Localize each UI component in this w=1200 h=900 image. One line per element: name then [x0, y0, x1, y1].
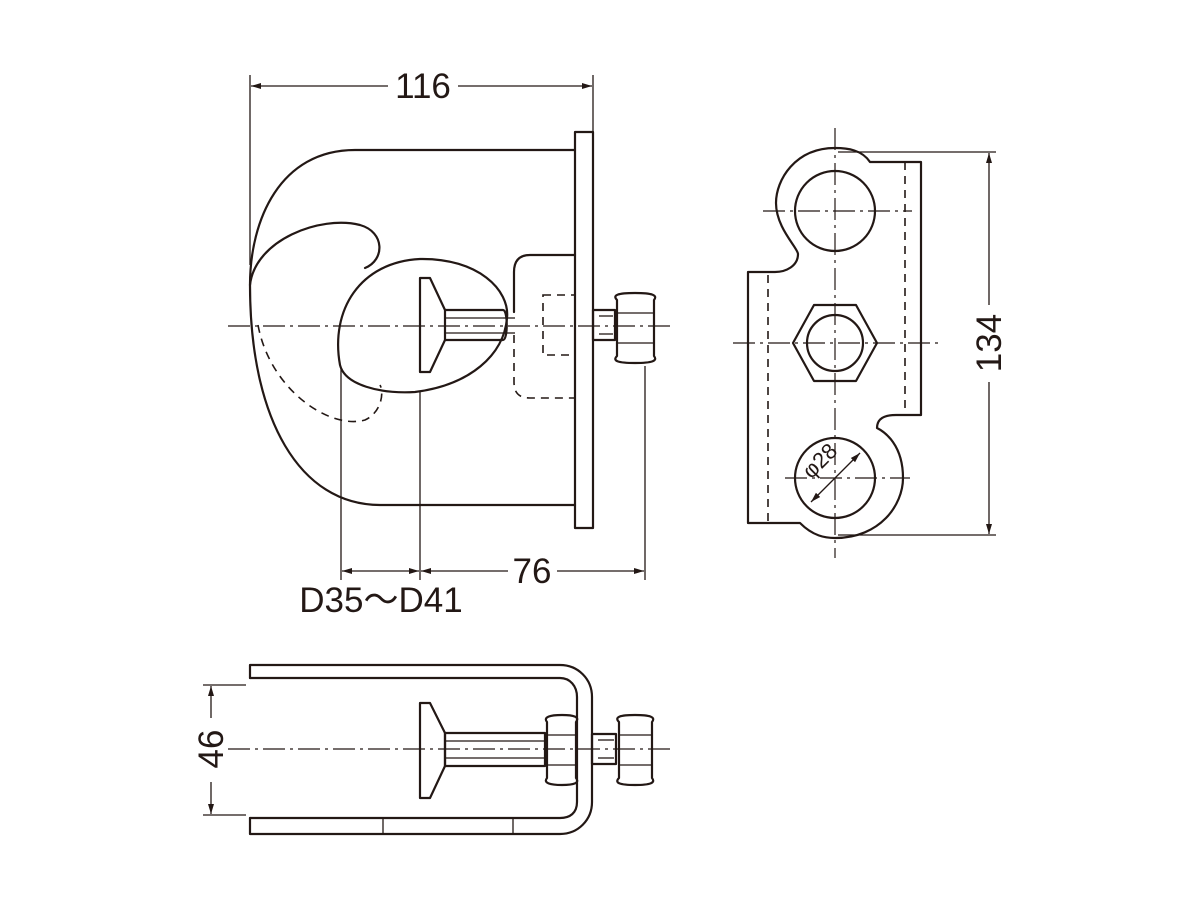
top-inner-nut: [544, 713, 579, 787]
dim-line-hole-diameter: [810, 452, 861, 503]
side-dimensions: 134: [838, 151, 1009, 536]
bolt-end: [591, 308, 617, 342]
side-outline: [746, 146, 923, 540]
hook-inner-curl: [248, 221, 381, 287]
front-view: [228, 130, 675, 530]
bolt-tip: [418, 276, 447, 374]
side-view: φ28: [733, 128, 938, 558]
bolt-boss: [512, 253, 577, 314]
bolt-boss-hidden: [513, 335, 575, 399]
dim-label-46: 46: [192, 730, 231, 769]
top-bolt-tip: [418, 701, 447, 800]
dim-label-134: 134: [970, 314, 1009, 372]
top-lock-nut: [616, 713, 655, 787]
top-inner-outline: [248, 676, 579, 820]
dim-label-76: 76: [513, 552, 552, 591]
lock-nut: [614, 291, 657, 365]
dim-label-flange-range: D35～D41: [299, 581, 462, 620]
nut-hidden: [542, 294, 576, 356]
beam-flange-section: [337, 257, 509, 394]
hex-nut: [791, 303, 879, 383]
top-dimensions: 46: [192, 684, 246, 816]
hook-outer-outline: [248, 148, 577, 507]
hook-hidden-edge: [257, 324, 383, 423]
dim-label-116: 116: [395, 67, 451, 106]
top-view: [228, 663, 675, 836]
front-dimensions: 116 76 D35～D41: [249, 67, 646, 620]
bolt-shank: [443, 308, 508, 342]
back-plate: [573, 130, 595, 530]
